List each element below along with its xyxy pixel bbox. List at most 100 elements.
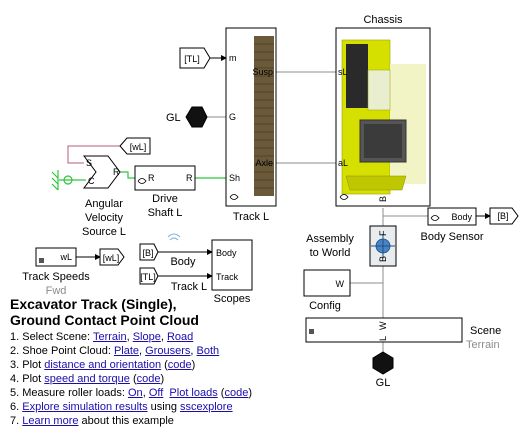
avs-port-c: C — [88, 176, 95, 186]
track-port-g: G — [229, 112, 236, 122]
chassis-block[interactable]: Chassis sL aL B — [335, 14, 431, 207]
scene-block[interactable]: W L Scene Terrain — [305, 317, 501, 351]
step-1-text: 1. Select Scene: — [10, 331, 93, 343]
wl-from-tag[interactable]: [wL] — [119, 137, 151, 155]
gl-reference-block[interactable]: GL — [166, 106, 208, 128]
b-goto-tag[interactable] — [489, 207, 519, 225]
sep: , — [160, 331, 167, 343]
track-speeds-block[interactable]: wL [wL] Track Speeds Fwd — [22, 247, 125, 297]
sep: ( — [161, 359, 168, 371]
link-grousers[interactable]: Grousers — [145, 345, 191, 357]
assembly-label-1: Assembly — [306, 233, 354, 245]
track-port-sh: Sh — [229, 173, 240, 183]
tl-goto-tag[interactable]: [TL] — [179, 47, 211, 69]
title-line-1: Excavator Track (Single), — [10, 296, 177, 312]
link-sscexplore[interactable]: sscexplore — [180, 401, 233, 413]
avs-label-3: Source L — [82, 226, 126, 238]
sep: , — [126, 331, 133, 343]
drive-shaft-block[interactable]: R R Drive Shaft L — [134, 165, 196, 219]
step-5-text: 5. Measure roller loads: — [10, 387, 128, 399]
step-7: 7. Learn more about this example — [10, 414, 340, 428]
assembly-port-b: B — [378, 256, 388, 262]
sep: , — [190, 345, 197, 357]
avs-port-s: S — [86, 158, 92, 168]
link-plate[interactable]: Plate — [113, 345, 140, 357]
link-slope[interactable]: Slope — [132, 331, 161, 343]
assembly-to-world-block[interactable]: F B Assembly to World — [306, 225, 397, 267]
sep: about this example — [78, 415, 174, 427]
angular-velocity-source-block[interactable]: S C R Angular Velocity Source L — [51, 155, 126, 238]
link-icon — [137, 178, 147, 184]
scopes-in-b: [B] — [142, 248, 153, 258]
scopes-port-track: Track — [216, 272, 239, 282]
link-icon — [339, 194, 349, 200]
track-speeds-sub: Fwd — [46, 285, 67, 297]
step-2-text: 2. Shoe Point Cloud: — [10, 345, 114, 357]
tl-tag-text: [TL] — [184, 54, 200, 64]
link-icon — [229, 194, 239, 200]
chassis-port-sl: sL — [338, 67, 348, 77]
scene-sub: Terrain — [466, 339, 500, 351]
drive-shaft-port-right: R — [186, 173, 193, 183]
step-4-text: 4. Plot — [10, 373, 45, 385]
track-block[interactable]: m G Sh Susp Axle Track L — [225, 27, 277, 223]
step-7-text: 7. — [10, 415, 23, 427]
step-6: 6. Explore simulation results using ssce… — [10, 400, 340, 414]
track-label: Track L — [233, 211, 269, 223]
link-code-4[interactable]: code — [136, 373, 161, 385]
track-speeds-label: Track Speeds — [22, 271, 90, 283]
chassis-port-al: aL — [338, 158, 348, 168]
step-6-text: 6. — [10, 401, 23, 413]
b-tag-text: [B] — [497, 211, 508, 221]
b-from-tag[interactable] — [139, 243, 159, 261]
body-sensor-port: Body — [451, 212, 472, 222]
tl-from-tag[interactable] — [139, 267, 159, 285]
scene-port-l: L — [378, 336, 388, 341]
step-3: 3. Plot distance and orientation (code) — [10, 358, 340, 372]
config-port: W — [336, 279, 345, 289]
link-explore-results[interactable]: Explore simulation results — [22, 401, 148, 413]
body-sensor-block[interactable]: Body Body Sensor [B] — [421, 207, 519, 243]
assembly-label-2: to World — [310, 247, 351, 259]
example-info-panel: Excavator Track (Single), Ground Contact… — [10, 296, 340, 428]
sep: , — [139, 345, 146, 357]
config-label: Config — [309, 300, 341, 312]
link-code-3[interactable]: code — [167, 359, 192, 371]
chassis-port-b: B — [378, 196, 388, 202]
link-off[interactable]: Off — [148, 387, 164, 399]
scopes-label: Scopes — [214, 293, 251, 305]
link-both[interactable]: Both — [196, 345, 220, 357]
link-icon — [430, 215, 440, 221]
link-on[interactable]: On — [128, 387, 143, 399]
sep: ( — [217, 387, 225, 399]
gl-bottom-reference-block[interactable]: GL — [372, 351, 394, 389]
link-code-5[interactable]: code — [224, 387, 249, 399]
gl-ref-label: GL — [166, 112, 181, 124]
transform-icon — [371, 234, 395, 258]
link-distance-orientation[interactable]: distance and orientation — [44, 359, 162, 371]
frame-reference-icon — [185, 106, 208, 128]
wireless-icon — [167, 233, 181, 241]
step-4: 4. Plot speed and torque (code) — [10, 372, 340, 386]
wl-goto-tag[interactable] — [99, 248, 125, 266]
title-line-2: Ground Contact Point Cloud — [10, 312, 199, 328]
wl-tag-text: [wL] — [130, 142, 147, 152]
wl-out-tag-text: [wL] — [103, 253, 120, 263]
scene-label: Scene — [470, 325, 501, 337]
link-learn-more[interactable]: Learn more — [22, 415, 79, 427]
track-port-axle: Axle — [255, 158, 273, 168]
scopes-signal-track: Track L — [171, 281, 207, 293]
sep: ) — [160, 373, 165, 385]
sep: using — [147, 401, 180, 413]
example-title: Excavator Track (Single), Ground Contact… — [10, 296, 340, 328]
link-terrain[interactable]: Terrain — [92, 331, 127, 343]
frame-reference-icon — [372, 351, 394, 375]
step-2: 2. Shoe Point Cloud: Plate, Grousers, Bo… — [10, 344, 340, 358]
config-block[interactable]: W Config — [303, 269, 351, 312]
link-plot-loads[interactable]: Plot loads — [169, 387, 218, 399]
sep: ) — [191, 359, 196, 371]
link-road[interactable]: Road — [166, 331, 194, 343]
drive-shaft-port-left: R — [148, 173, 155, 183]
link-speed-torque[interactable]: speed and torque — [44, 373, 130, 385]
scopes-block[interactable]: [B] [TL] Body Track L Body Track Scopes — [139, 233, 253, 305]
